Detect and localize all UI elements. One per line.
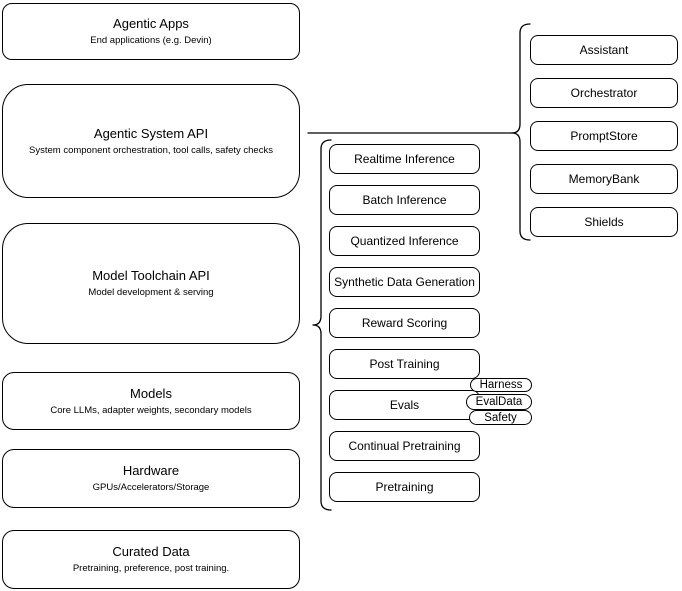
node-synthetic-data-generation: Synthetic Data Generation: [329, 267, 480, 297]
node-model-toolchain-api: Model Toolchain API Model development & …: [2, 223, 300, 344]
node-models: Models Core LLMs, adapter weights, secon…: [2, 372, 300, 430]
node-title: Agentic Apps: [113, 16, 189, 31]
node-subtitle: GPUs/Accelerators/Storage: [92, 482, 210, 493]
node-post-training: Post Training: [329, 349, 480, 379]
tag-safety: Safety: [469, 410, 532, 425]
node-hardware: Hardware GPUs/Accelerators/Storage: [2, 449, 300, 508]
node-continual-pretraining: Continual Pretraining: [329, 431, 480, 461]
node-evals: Evals: [329, 390, 480, 420]
tag-harness: Harness: [470, 378, 532, 392]
node-agentic-apps: Agentic Apps End applications (e.g. Devi…: [2, 3, 300, 60]
node-realtime-inference: Realtime Inference: [329, 144, 480, 174]
node-title: Models: [130, 385, 172, 401]
system-brace: [511, 23, 531, 241]
node-title: Model Toolchain API: [92, 268, 210, 283]
node-title: Hardware: [122, 463, 180, 478]
node-promptstore: PromptStore: [530, 121, 678, 151]
node-subtitle: System component orchestration, tool cal…: [29, 144, 273, 156]
system-column: Assistant Orchestrator PromptStore Memor…: [530, 35, 678, 237]
toolchain-column: Realtime Inference Batch Inference Quant…: [329, 144, 480, 502]
node-memorybank: MemoryBank: [530, 164, 678, 194]
node-batch-inference: Batch Inference: [329, 185, 480, 215]
tag-evaldata: EvalData: [466, 394, 532, 410]
node-subtitle: Model development & serving: [88, 287, 214, 298]
node-pretraining: Pretraining: [329, 472, 480, 502]
node-orchestrator: Orchestrator: [530, 78, 678, 108]
node-subtitle: End applications (e.g. Devin): [90, 35, 212, 46]
node-subtitle: Core LLMs, adapter weights, secondary mo…: [50, 404, 252, 416]
node-title: Agentic System API: [93, 125, 209, 141]
node-title: Curated Data: [112, 544, 190, 559]
node-curated-data: Curated Data Pretraining, preference, po…: [2, 530, 300, 589]
node-assistant: Assistant: [530, 35, 678, 65]
node-quantized-inference: Quantized Inference: [329, 226, 480, 256]
node-reward-scoring: Reward Scoring: [329, 308, 480, 338]
node-shields: Shields: [530, 207, 678, 237]
node-subtitle: Pretraining, preference, post training.: [72, 563, 230, 574]
node-agentic-system-api: Agentic System API System component orch…: [2, 84, 300, 198]
